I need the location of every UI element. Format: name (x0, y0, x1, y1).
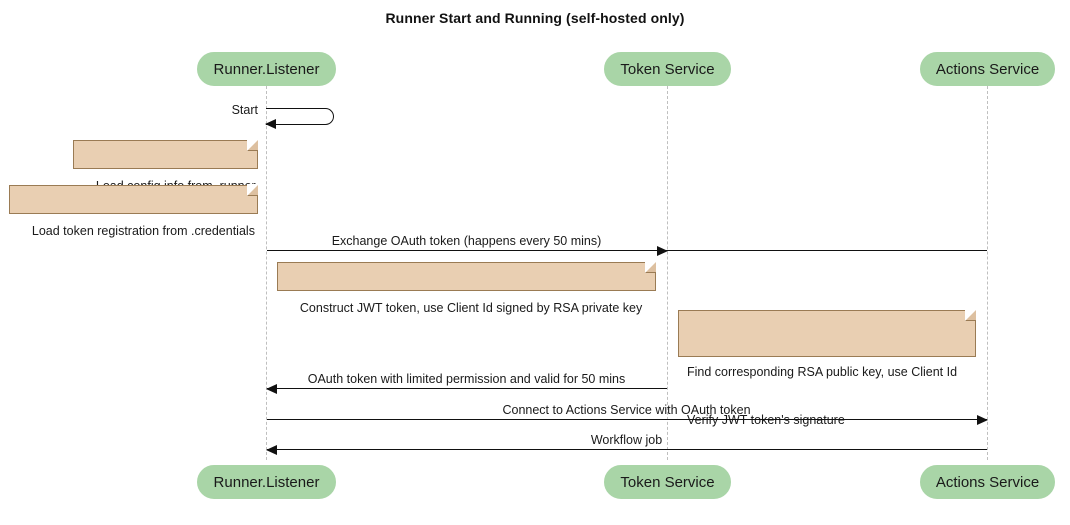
participant-label: Token Service (620, 60, 715, 78)
message-workflow-job (266, 445, 987, 455)
lifeline-token (667, 86, 668, 460)
lifeline-actions (987, 86, 988, 460)
participant-runner-top[interactable]: Runner.Listener (197, 52, 336, 86)
note-text-line1: Find corresponding RSA public key, use C… (687, 365, 958, 379)
message-exchange-oauth-token-line (267, 246, 668, 256)
participant-actions-bottom[interactable]: Actions Service (920, 465, 1055, 499)
note-text: Load token registration from .credential… (31, 224, 255, 238)
message-label-workflow-job: Workflow job (590, 433, 663, 447)
self-message-start (265, 108, 334, 129)
arrowhead-icon (266, 384, 277, 394)
note-load-credentials: Load token registration from .credential… (9, 184, 259, 238)
message-label-oauth-return: OAuth token with limited permission and … (307, 372, 626, 386)
message-oauth-token-return (266, 384, 667, 394)
participant-runner-bottom[interactable]: Runner.Listener (197, 465, 336, 499)
note-load-config: Load config info from .runner (73, 139, 259, 193)
note-text: Construct JWT token, use Client Id signe… (299, 301, 643, 315)
participant-token-bottom[interactable]: Token Service (604, 465, 731, 499)
page-title: Runner Start and Running (self-hosted on… (385, 10, 685, 26)
arrowhead-icon (266, 445, 277, 455)
note-fold-icon (247, 139, 259, 151)
note-text-line2: Verify JWT token's signature (687, 413, 845, 427)
message-label-exchange: Exchange OAuth token (happens every 50 m… (331, 234, 602, 248)
message-connect-actions-service (267, 415, 988, 425)
participant-label: Runner.Listener (213, 60, 320, 78)
arrowhead-icon (657, 246, 668, 256)
note-construct-jwt: Construct JWT token, use Client Id signe… (277, 261, 657, 315)
note-fold-icon (247, 184, 259, 196)
participant-label: Actions Service (935, 60, 1040, 78)
note-verify-jwt: Find corresponding RSA public key, use C… (678, 309, 977, 427)
participant-token-top[interactable]: Token Service (604, 52, 731, 86)
participant-label: Actions Service (935, 473, 1040, 491)
arrowhead-icon (265, 119, 276, 129)
note-fold-icon (965, 309, 977, 321)
participant-label: Runner.Listener (213, 473, 320, 491)
participant-actions-top[interactable]: Actions Service (920, 52, 1055, 86)
note-fold-icon (645, 261, 657, 273)
arrowhead-icon (977, 415, 988, 425)
message-label-connect: Connect to Actions Service with OAuth to… (502, 403, 751, 417)
participant-label: Token Service (620, 473, 715, 491)
self-message-label-start: Start (231, 103, 258, 117)
lifeline-runner (266, 86, 267, 460)
